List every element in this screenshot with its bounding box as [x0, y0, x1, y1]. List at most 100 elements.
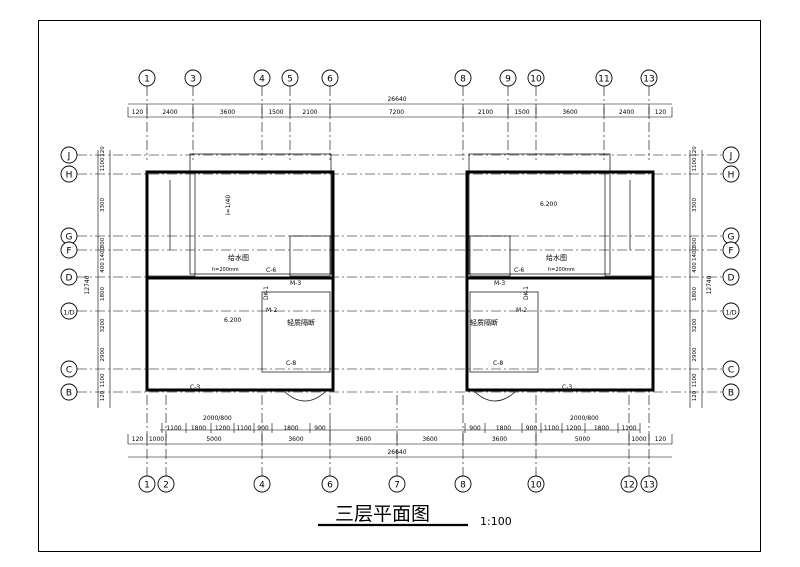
right-upper-room	[468, 153, 611, 275]
dim-bottom-mid-5: 3600	[422, 436, 437, 443]
axis-right-B-label: B	[728, 389, 734, 399]
axis-right-F-circle	[722, 241, 740, 259]
left-outer-wall	[145, 170, 335, 392]
dim-left-1: 1100	[100, 157, 106, 171]
right-outer-wall	[465, 170, 655, 392]
m3-right: M-3	[494, 280, 505, 287]
axis-top-5-label: 5	[287, 75, 293, 85]
dim-right-4: 1400	[692, 247, 698, 261]
axis-top-10-label: 10	[530, 75, 542, 85]
dim-bottom-mid-6: 3600	[492, 436, 507, 443]
axis-left-B-label: B	[66, 389, 72, 399]
axis-left-F-label: F	[66, 247, 71, 257]
right-stair	[604, 171, 654, 277]
axis-left-G-label: G	[66, 233, 73, 243]
axis-top-11-label: 11	[598, 75, 609, 85]
dim-right-0: 120	[692, 146, 698, 157]
axis-top-9-label: 9	[505, 75, 511, 85]
dim-inner-left-3: 1100	[236, 425, 251, 432]
c3-left: C-3	[190, 384, 200, 391]
axis-right-C-circle	[722, 360, 740, 378]
c3-right: C-3	[562, 384, 572, 391]
axis-right-J-circle	[722, 146, 740, 164]
axis-top-4-label: 4	[259, 75, 265, 85]
level-right: 6.200	[540, 201, 557, 208]
c6-left: C-6	[266, 267, 276, 274]
water-tank-left: 给水图	[228, 253, 249, 262]
drawing-title: 三层平面图	[335, 503, 430, 525]
axis-top-1-label: 1	[144, 75, 150, 85]
axis-left-H-label: H	[66, 171, 73, 181]
dim-left-0: 120	[100, 146, 106, 157]
dim-bottom-mid-2: 5000	[206, 436, 221, 443]
axis-top-8-label: 8	[460, 75, 466, 85]
dim-top-10: 120	[655, 109, 667, 116]
left-toilet	[289, 235, 331, 277]
c6-right: C-6	[514, 267, 524, 274]
right-lightwell	[469, 291, 539, 373]
dim-right-1: 1100	[692, 157, 698, 171]
dim-bottom-mid-1: 1000	[149, 436, 164, 443]
dim-left-10: 120	[100, 390, 106, 401]
axis-right-D-circle	[722, 268, 740, 286]
dim-right-9: 1100	[692, 373, 698, 387]
dim-top-5: 7200	[389, 109, 404, 116]
dim-top-2: 3600	[220, 109, 235, 116]
dim-inner-left-6: 900	[314, 425, 326, 432]
dim-top-6: 2100	[478, 109, 493, 116]
dim-bottom-mid-7: 5000	[575, 436, 590, 443]
dim-inner-left-5: 1800	[283, 425, 298, 432]
dim-inner-right-2: 900	[526, 425, 538, 432]
axis-bottom-6-label: 6	[327, 481, 333, 491]
axis-top-13-label: 13	[643, 75, 654, 85]
dim-bottom-mid-9: 120	[655, 436, 667, 443]
axis-right-1/D-label: 1/D	[725, 309, 736, 317]
partition-right: 轻质隔断	[470, 318, 498, 327]
dim-top-1: 2400	[162, 109, 177, 116]
dim-right-5: 400	[692, 262, 698, 273]
axis-bottom-1-label: 1	[144, 481, 150, 491]
dim-inner-right-3: 1100	[544, 425, 559, 432]
right-toilet	[469, 235, 511, 277]
dim-left-7: 3200	[100, 318, 106, 332]
left-upper-room	[189, 153, 332, 275]
c8-right: C-8	[493, 360, 503, 367]
axis-right-D-label: D	[728, 274, 735, 284]
drawing-scale: 1:100	[480, 515, 512, 528]
axis-right-C-label: C	[728, 366, 734, 376]
axis-bottom-10-label: 10	[530, 481, 542, 491]
dim-bottom-mid-4: 3600	[356, 436, 371, 443]
axis-left-C-label: C	[66, 366, 72, 376]
dim-right-2: 3300	[692, 198, 698, 212]
dim-left-9: 1100	[100, 373, 106, 387]
partition-left: 轻质隔断	[287, 318, 315, 327]
dim-inner-right-5: 1800	[594, 425, 609, 432]
axis-top-6-label: 6	[327, 75, 333, 85]
dim-left-3: 300	[100, 237, 106, 248]
dim-left-8: 2900	[100, 347, 106, 361]
dim-top-9: 2400	[619, 109, 634, 116]
axis-bottom-7-label: 7	[394, 481, 400, 491]
right-balcony-arc	[474, 391, 516, 402]
dim-bottom-mid-3: 3600	[288, 436, 303, 443]
axis-right-B-circle	[722, 383, 740, 401]
axis-right-H-circle	[722, 165, 740, 183]
dim-inner-right-4: 1200	[566, 425, 581, 432]
dim-left-5: 400	[100, 262, 106, 273]
top-total-dim: 26640	[387, 96, 406, 103]
sub-dim-left: 2000/800	[203, 415, 232, 422]
water-tank-right: 给水图	[546, 253, 567, 262]
dim-bottom-mid-0: 120	[132, 436, 144, 443]
dk1-left: DK-1	[263, 286, 270, 300]
axis-bottom-13-label: 13	[643, 481, 654, 491]
dim-left-6: 1800	[100, 287, 106, 301]
dim-inner-left-0: 1100	[166, 425, 181, 432]
axis-left-D-label: D	[66, 274, 73, 284]
dim-right-6: 1800	[692, 287, 698, 301]
axis-right-H-label: H	[728, 171, 735, 181]
dim-top-7: 1500	[514, 109, 529, 116]
h200-right: h=200mm	[548, 267, 575, 273]
dim-left-4: 1400	[100, 247, 106, 261]
